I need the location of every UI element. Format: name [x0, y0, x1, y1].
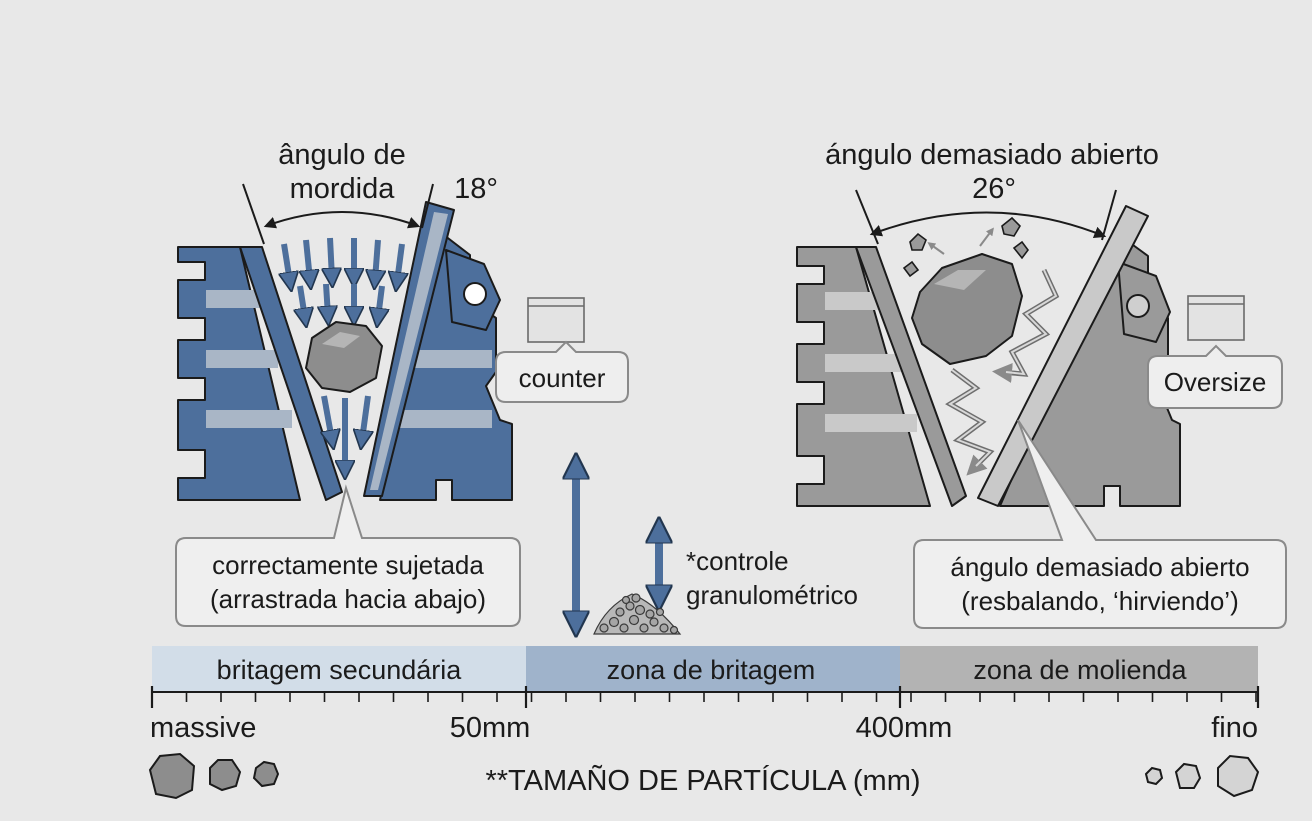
- left-callout: correctamente sujetada (arrastrada hacia…: [175, 484, 521, 627]
- scale-tick-400mm: 400mm: [856, 712, 953, 744]
- left-angle-label-2: mordida: [290, 173, 396, 205]
- oversize-label: Oversize: [1164, 367, 1267, 397]
- right-callout-line2: (resbalando, ‘hirviendo’): [961, 586, 1238, 616]
- left-swing-bands: [392, 350, 492, 428]
- zone-crushing-label: zona de britagem: [607, 655, 816, 685]
- right-angle-value: 26°: [972, 173, 1016, 205]
- right-pivot-hole: [1126, 294, 1150, 318]
- left-angle-guide-2: [421, 183, 434, 229]
- left-fixed-frame: [177, 246, 301, 501]
- left-callout-line2: (arrastrada hacia abajo): [210, 584, 486, 614]
- right-fixed-frame: [796, 246, 931, 507]
- gravel-pile: [593, 593, 682, 635]
- right-angle-arc: [869, 211, 1107, 238]
- counter-label: counter: [519, 363, 606, 393]
- oversize-indicator: Oversize: [1147, 295, 1283, 409]
- left-angle-value: 18°: [454, 173, 498, 205]
- right-fragment-arrows: [927, 227, 994, 255]
- zone-grinding-bar: [900, 646, 1258, 692]
- fine-particles-icons: [1144, 754, 1260, 798]
- zone-secondary-bar: [152, 646, 526, 692]
- right-angle-label: ángulo demasiado abierto: [825, 139, 1159, 171]
- right-angle-guide-1: [855, 189, 879, 245]
- right-callout-box: [913, 419, 1287, 629]
- right-swing-jaw: [977, 205, 1149, 507]
- right-callout: ángulo demasiado abierto (resbalando, ‘h…: [913, 419, 1287, 629]
- left-crusher: ângulo de mordida 18°: [177, 139, 513, 501]
- control-label-1: *controle: [686, 546, 789, 576]
- counter-indicator: counter: [495, 297, 629, 403]
- left-angle-guide-1: [242, 183, 265, 245]
- scale-left-label: massive: [150, 712, 256, 744]
- left-pivot-hole: [463, 282, 487, 306]
- counter-callout-box: [495, 340, 629, 403]
- left-angle-label-1: ângulo de: [278, 139, 405, 171]
- right-fixed-jaw: [855, 246, 967, 507]
- right-callout-line1: ángulo demasiado abierto: [950, 552, 1249, 582]
- left-angle-arc: [263, 211, 421, 229]
- scale-axis-title: **TAMAÑO DE PARTÍCULA (mm): [485, 763, 920, 797]
- left-frame-bands: [206, 290, 292, 428]
- oversize-callout-box: [1147, 344, 1283, 409]
- large-particles-icons: [148, 752, 280, 800]
- oversize-window-icon: [1187, 295, 1245, 341]
- control-label-2: granulométrico: [686, 580, 858, 610]
- scale-tick-50mm: 50mm: [450, 712, 531, 744]
- granulometric-control: *controle granulométrico: [576, 466, 858, 634]
- scale-right-label: fino: [1211, 712, 1258, 744]
- zone-grinding-label: zona de molienda: [973, 655, 1187, 685]
- left-callout-line1: correctamente sujetada: [212, 550, 484, 580]
- zone-crushing-bar: [526, 646, 900, 692]
- particle-size-scale: britagem secundária zona de britagem zon…: [148, 646, 1260, 800]
- scale-ticks: [150, 686, 1260, 708]
- right-crusher: ángulo demasiado abierto 26°: [796, 139, 1181, 507]
- left-callout-box: [175, 484, 521, 627]
- left-downward-arrows: [284, 237, 402, 470]
- left-rock: [305, 321, 383, 393]
- zone-secondary-label: britagem secundária: [217, 655, 463, 685]
- left-fixed-jaw: [239, 246, 343, 501]
- counter-window-icon: [527, 297, 585, 343]
- right-frame-bands: [825, 292, 917, 432]
